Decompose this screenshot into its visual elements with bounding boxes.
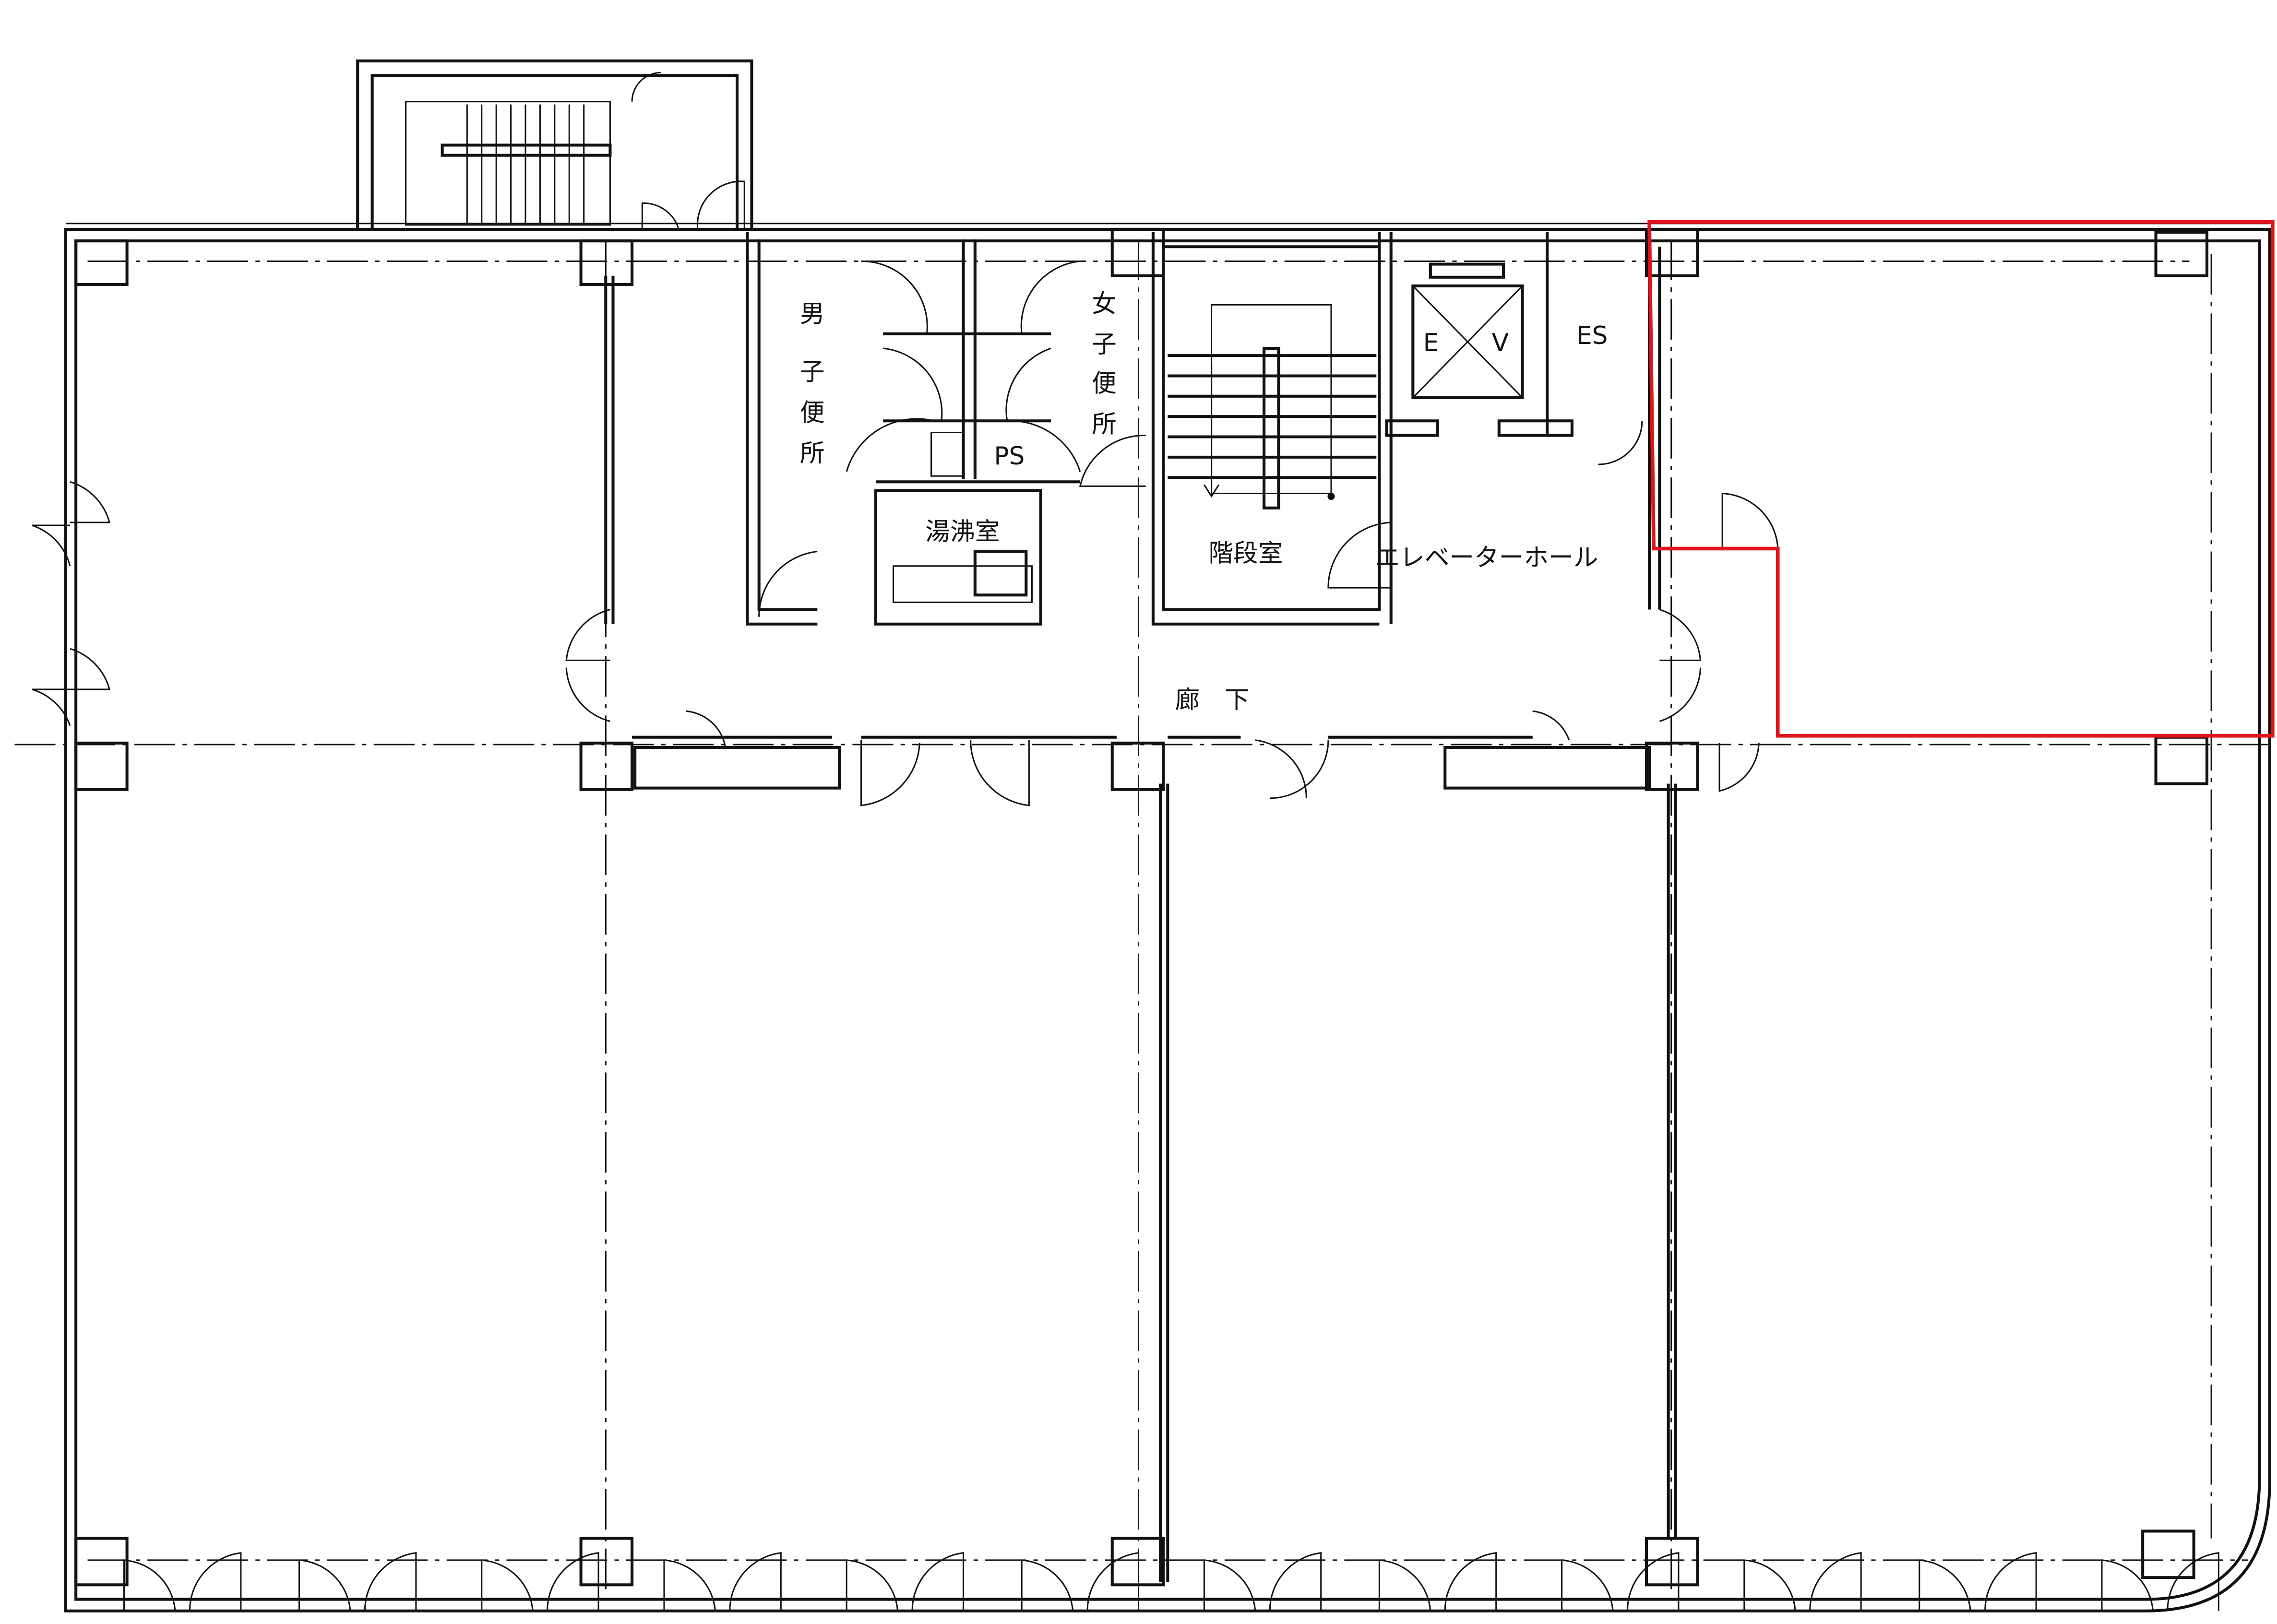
door-swing-icon <box>1378 1552 1497 1611</box>
corridor-label: 廊 下 <box>1175 686 1250 714</box>
womens-toilet-label-2: 子 <box>1092 330 1117 359</box>
doors <box>32 71 2219 1611</box>
partitions <box>604 232 1677 1582</box>
stairwell-label: 階段室 <box>1208 539 1283 568</box>
elevator-v-label: V <box>1492 329 1509 357</box>
grid-lines <box>14 239 2270 1597</box>
highlighted-unit-outline[interactable] <box>1647 220 2275 738</box>
door-swing-icon <box>1021 1552 1140 1611</box>
columns <box>74 227 2209 1587</box>
mens-toilet-label-4: 所 <box>800 439 825 468</box>
elevator-hall-label: エレベーターホール <box>1375 544 1598 572</box>
door-swing-icon <box>1561 1552 1680 1611</box>
door-swing-icon <box>481 1552 599 1611</box>
mens-toilet-label-2: 子 <box>800 358 825 387</box>
room-labels: 男 子 便 所 女 子 便 所 PS 湯沸室 階段室 エレベーターホール E V… <box>800 290 1608 715</box>
door-swing-icon <box>1743 1552 1862 1611</box>
elevator-e-label: E <box>1423 329 1439 357</box>
womens-toilet-label-3: 便 <box>1092 369 1117 398</box>
womens-toilet-label-4: 所 <box>1092 410 1117 439</box>
door-swing-icon <box>2101 1552 2219 1611</box>
door-swing-icon <box>1203 1552 1322 1611</box>
kitchenette-label: 湯沸室 <box>925 517 1000 546</box>
door-swing-icon <box>1919 1552 2037 1611</box>
es-label: ES <box>1576 321 1608 350</box>
mens-toilet-label-1: 男 <box>800 300 825 329</box>
womens-toilet-label-1: 女 <box>1092 290 1117 319</box>
door-swing-icon <box>663 1552 782 1611</box>
door-swing-icon <box>846 1552 965 1611</box>
ps-label: PS <box>994 442 1025 471</box>
mens-toilet-label-3: 便 <box>800 398 825 427</box>
door-swing-icon <box>298 1552 417 1611</box>
door-swing-icon <box>123 1552 242 1611</box>
external-staircase <box>356 59 753 229</box>
